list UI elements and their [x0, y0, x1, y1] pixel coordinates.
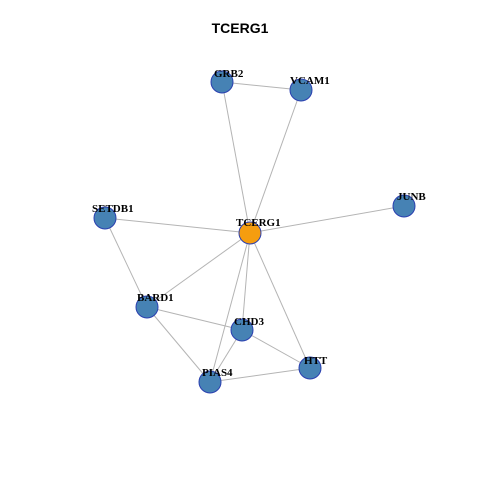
edge-grb2-vcam1 — [221, 81, 302, 91]
edge-tcerg1-chd3 — [241, 232, 251, 331]
node-label-junb: JUNB — [397, 191, 426, 203]
edge-pias4-htt — [209, 367, 311, 383]
node-label-vcam1: VCAM1 — [290, 75, 330, 87]
node-label-chd3: CHD3 — [234, 316, 264, 328]
edge-setdb1-bard1 — [104, 217, 148, 308]
edge-tcerg1-setdb1 — [104, 217, 251, 234]
node-chd3[interactable] — [230, 318, 254, 342]
edge-tcerg1-htt — [249, 232, 311, 369]
node-label-htt: HTT — [304, 355, 328, 367]
edge-bard1-pias4 — [146, 306, 211, 383]
node-htt[interactable] — [298, 356, 322, 380]
node-bard1[interactable] — [135, 295, 159, 319]
node-label-tcerg1: TCERG1 — [236, 217, 281, 229]
graph-title: TCERG1 — [211, 20, 269, 36]
node-junb[interactable] — [392, 194, 416, 218]
edge-chd3-htt — [241, 329, 311, 369]
node-label-pias4: PIAS4 — [202, 367, 233, 379]
edge-tcerg1-vcam1 — [249, 89, 302, 234]
node-label-bard1: BARD1 — [137, 292, 174, 304]
edge-tcerg1-junb — [249, 205, 405, 234]
edge-tcerg1-grb2 — [221, 81, 251, 234]
node-setdb1[interactable] — [93, 206, 117, 230]
node-vcam1[interactable] — [289, 78, 313, 102]
node-label-setdb1: SETDB1 — [92, 203, 134, 215]
edge-tcerg1-bard1 — [146, 232, 251, 308]
node-pias4[interactable] — [198, 370, 222, 394]
node-tcerg1[interactable] — [238, 221, 262, 245]
edge-bard1-chd3 — [146, 306, 243, 331]
node-label-grb2: GRB2 — [214, 68, 244, 80]
edge-tcerg1-pias4 — [209, 232, 251, 383]
node-grb2[interactable] — [210, 70, 234, 94]
